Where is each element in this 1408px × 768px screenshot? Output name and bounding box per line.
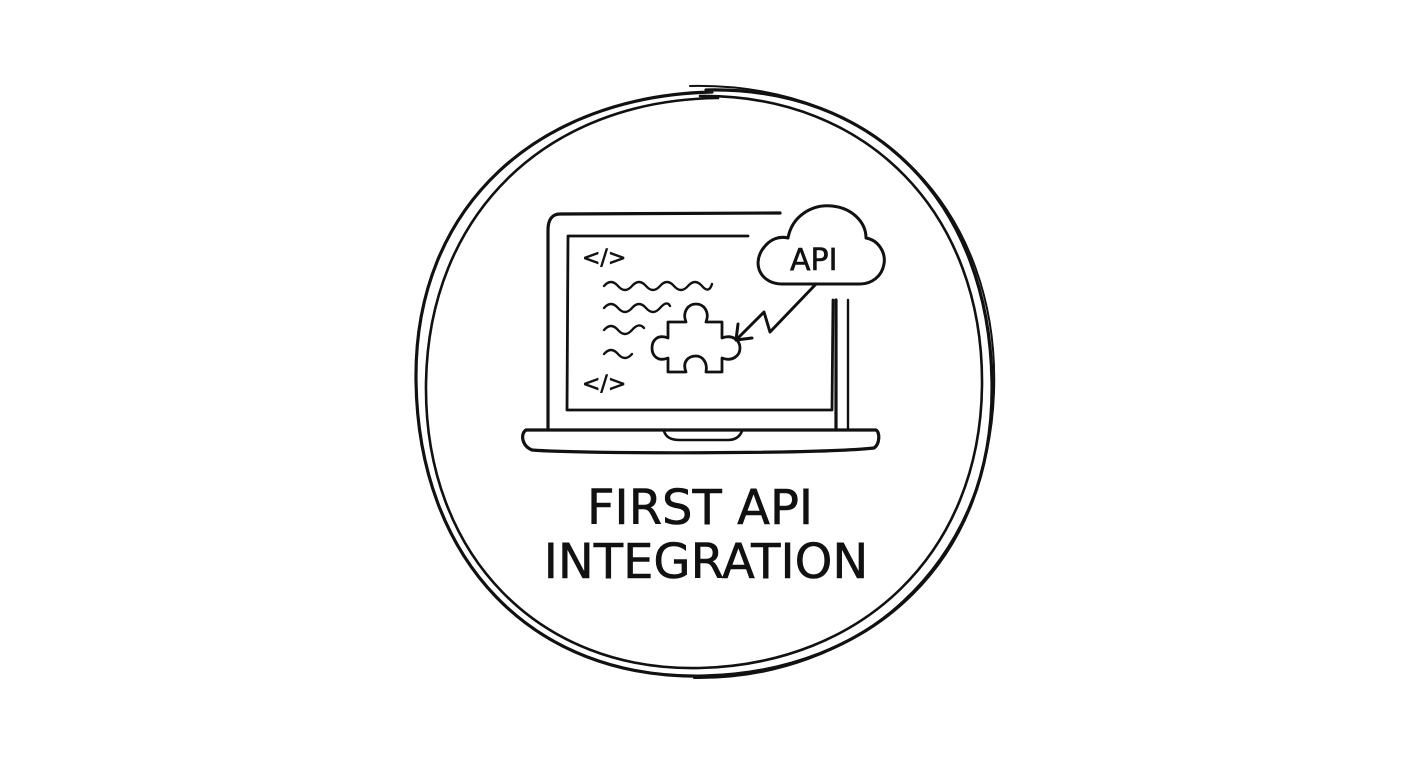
code-squiggle-2 (602, 302, 672, 314)
code-close-tag: </> (582, 372, 626, 397)
cloud-api-label: API (790, 243, 837, 278)
code-open-tag: </> (582, 246, 626, 271)
badge-title: FIRST API INTEGRATION (543, 480, 869, 591)
code-squiggle-3 (602, 324, 646, 336)
code-lines: </> </> (582, 246, 714, 397)
badge-title-line2: INTEGRATION (544, 534, 869, 590)
code-squiggle-4 (602, 348, 634, 360)
badge-title-line1: FIRST API (587, 480, 813, 536)
puzzle-piece-icon (650, 302, 742, 374)
code-squiggle-1 (602, 280, 714, 292)
cloud-icon: API (756, 204, 886, 286)
lightning-arrow-icon (734, 282, 818, 342)
badge-circle (414, 84, 996, 680)
laptop-icon (521, 211, 881, 455)
